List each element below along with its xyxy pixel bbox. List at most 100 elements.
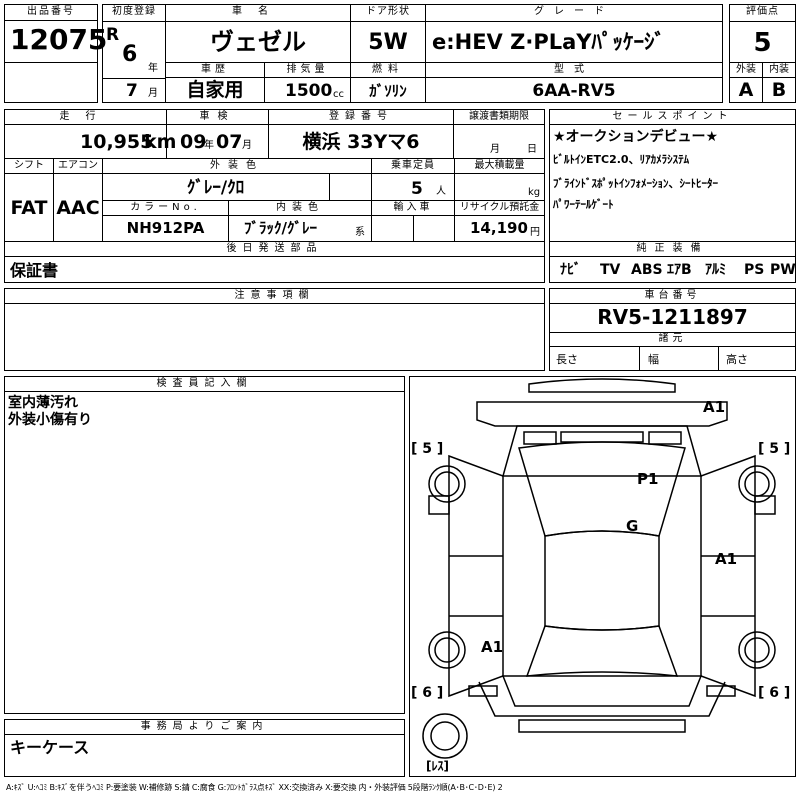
score-value: 5: [753, 28, 772, 58]
inspector-cell: [4, 376, 405, 714]
spare-tire-label: [ﾚｽ]: [426, 759, 449, 773]
genuine-item: ABS: [631, 262, 663, 278]
genuine-item: PS: [744, 262, 765, 278]
office-header: 事務局よりご案内: [140, 721, 269, 732]
damage-mark-g: G: [626, 517, 639, 535]
model-cell: [425, 62, 723, 103]
transfer-month: 月: [490, 144, 500, 155]
tire-front-left: [ 5 ]: [411, 441, 444, 457]
int-color-unit: 系: [355, 227, 365, 238]
history-value: 自家用: [186, 79, 244, 101]
max-load-unit: kg: [528, 187, 541, 198]
exterior-header: 外装: [736, 64, 756, 75]
later-parts-cell: [4, 241, 545, 283]
genuine-item: TV: [600, 262, 621, 278]
damage-mark-a1-left: A1: [481, 638, 504, 656]
door-header: ドア形状: [366, 6, 410, 17]
import-header: 輸入車: [393, 202, 433, 213]
transfer-header: 譲渡書類期限: [469, 111, 529, 122]
damage-mark-a1-right: A1: [715, 550, 738, 568]
displacement-value: 1500: [285, 81, 333, 101]
model-value: 6AA-RV5: [532, 81, 616, 101]
sales-point-line: ★オークションデビュー★: [553, 129, 719, 145]
grade-header: グレード: [534, 6, 614, 17]
interior-value: B: [771, 79, 787, 101]
legend-text: A:ｷｽﾞ U:ﾍｺﾐ B:ｷｽﾞを伴うﾍｺﾐ P:要塗装 W:補修跡 S:錆 …: [6, 783, 503, 792]
inspection-year-unit: 年: [204, 140, 214, 151]
tire-rear-right: [ 6 ]: [758, 685, 791, 701]
inspection-header: 車検: [199, 111, 236, 122]
grade-value: e:HEV Z·PLaYﾊﾟｯｹｰｼﾞ: [432, 30, 665, 54]
ext-color-header: 外装色: [210, 160, 264, 171]
int-color-header: 内装色: [276, 202, 324, 213]
first-reg-era: R: [106, 25, 120, 45]
capacity-header: 乗車定員: [391, 160, 435, 171]
car-name-value: ヴェゼル: [210, 28, 306, 56]
model-header: 型式: [554, 64, 594, 75]
office-note: キーケース: [10, 738, 90, 757]
tire-front-right: [ 5 ]: [758, 441, 791, 457]
height-label: 高さ: [726, 353, 748, 366]
color-no-value: NH912PA: [126, 219, 205, 237]
recycle-unit: 円: [530, 227, 540, 238]
damage-mark-a1-top: A1: [703, 398, 726, 416]
chassis-cell: [549, 288, 796, 371]
shift-header: シフト: [14, 160, 44, 171]
history-header: 車歴: [201, 64, 229, 75]
aircon-value: AAC: [56, 197, 100, 219]
ext-color-value: ｸﾞﾚｰ/ｸﾛ: [186, 178, 245, 198]
inspection-year: 09: [180, 131, 207, 153]
inspector-note: 外装小傷有り: [8, 412, 92, 428]
displacement-header: 排気量: [286, 64, 329, 75]
fuel-header: 燃料: [372, 64, 404, 75]
inspector-note: 室内薄汚れ: [8, 395, 78, 411]
chassis-header: 車台番号: [644, 290, 701, 301]
genuine-cell: [549, 241, 796, 283]
first-reg-month-unit: 月: [148, 88, 158, 99]
genuine-item: ﾅﾋﾞ: [560, 262, 581, 278]
genuine-item: ｴｱB: [667, 262, 692, 278]
exterior-value: A: [738, 79, 754, 101]
sales-point-line: ﾌﾞﾗｲﾝﾄﾞｽﾎﾟｯﾄｲﾝﾌｫﾒｰｼｮﾝ、ｼｰﾄﾋｰﾀｰ: [553, 177, 718, 190]
plate-value: 横浜 33Yマ6: [302, 131, 420, 153]
sales-point-line: ﾋﾞﾙﾄｲﾝETC2.0、ﾘｱｶﾒﾗｼｽﾃﾑ: [553, 153, 690, 166]
sales-point-header: セールスポイント: [612, 111, 733, 122]
score-header: 評価点: [746, 6, 779, 17]
damage-mark-p1: P1: [637, 470, 659, 488]
first-reg-year-unit: 年: [148, 63, 158, 74]
aircon-header: エアコン: [58, 160, 98, 171]
color-no-header: カラーNo.: [130, 202, 201, 213]
car-diagram: [422, 378, 776, 759]
lot-number-extra-cell: [4, 62, 98, 103]
first-reg-month: 7: [126, 81, 138, 101]
int-color-value: ﾌﾞﾗｯｸ/ｸﾞﾚｰ: [244, 219, 317, 237]
notes-cell: [4, 288, 545, 371]
lot-number-header: 出品番号: [27, 6, 75, 17]
length-label: 長さ: [556, 353, 578, 366]
shift-value: FAT: [10, 197, 48, 219]
first-reg-year: 6: [122, 42, 138, 67]
displacement-unit: cc: [333, 89, 344, 100]
recycle-value: 14,190: [470, 219, 528, 237]
door-value: 5W: [368, 30, 408, 55]
later-parts-value: 保証書: [10, 261, 59, 280]
max-load-header: 最大積載量: [474, 160, 525, 171]
later-parts-header: 後日発送部品: [226, 243, 323, 254]
plate-header: 登録番号: [329, 111, 393, 122]
inspection-month-unit: 月: [242, 140, 252, 151]
inspection-month: 07: [216, 131, 243, 153]
car-name-header: 車名: [232, 6, 284, 17]
capacity-unit: 人: [436, 186, 446, 197]
first-reg-header: 初度登録: [112, 6, 156, 17]
transfer-day: 日: [527, 144, 537, 155]
genuine-item: ｱﾙﾐ: [705, 262, 726, 278]
inspector-header: 検査員記入欄: [156, 378, 253, 389]
interior-cell: [762, 62, 796, 103]
mileage-value: 10,955: [80, 131, 154, 153]
tire-rear-left: [ 6 ]: [411, 685, 444, 701]
recycle-header: リサイクル預託金: [459, 202, 540, 213]
genuine-header: 純正装備: [636, 243, 709, 254]
mileage-header: 走行: [59, 111, 112, 122]
lot-number-value: 12075: [10, 23, 108, 56]
lot-number-header-cell: [4, 4, 98, 21]
